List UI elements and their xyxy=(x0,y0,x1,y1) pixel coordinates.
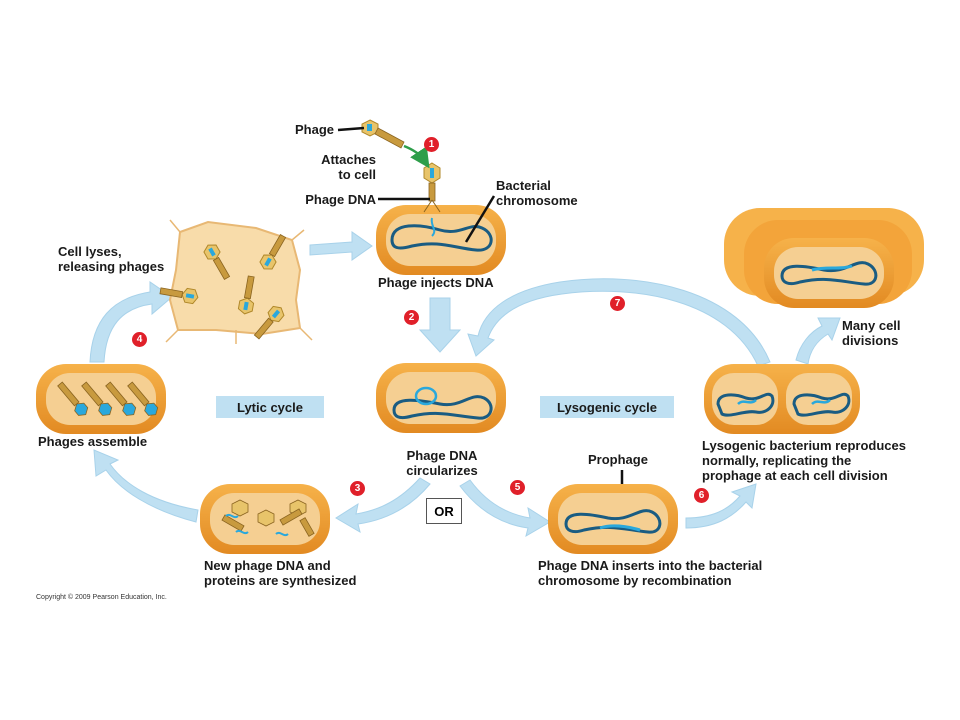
arrow-synth-to-assemble xyxy=(93,449,199,523)
cell-prophage xyxy=(548,484,678,554)
cell-assemble xyxy=(36,364,166,434)
cell-lysed xyxy=(159,219,313,344)
or-box: OR xyxy=(426,498,462,524)
label-attaches: Attaches to cell xyxy=(321,152,376,182)
label-synthesized: New phage DNA and proteins are synthesiz… xyxy=(204,558,357,588)
phage-attached xyxy=(423,162,441,213)
label-bacterial-chromosome: Bacterial chromosome xyxy=(496,178,578,208)
label-cell-lyses: Cell lyses, releasing phages xyxy=(58,244,165,274)
arrow-induction xyxy=(467,278,771,367)
step-badge-3: 3 xyxy=(350,481,365,496)
flow-arrows xyxy=(89,231,841,538)
cell-attach xyxy=(376,205,506,275)
arrow-circ-to-lysogenic xyxy=(459,479,551,538)
label-prophage: Prophage xyxy=(588,452,648,467)
arrow-reproduce-to-divide xyxy=(795,317,841,365)
label-phage-injects: Phage injects DNA xyxy=(378,275,494,290)
released-phages xyxy=(159,233,287,340)
label-circularizes: Phage DNA circularizes xyxy=(406,448,478,478)
step-badge-6: 6 xyxy=(694,488,709,503)
cell-synthesize xyxy=(200,484,330,554)
label-phage-dna: Phage DNA xyxy=(305,192,376,207)
label-phage: Phage xyxy=(294,122,334,137)
step-badge-5: 5 xyxy=(510,480,525,495)
label-many-divisions: Many cell divisions xyxy=(842,318,901,348)
cell-stack xyxy=(724,208,924,308)
step-badge-7: 7 xyxy=(610,296,625,311)
lysogenic-cycle-box: Lysogenic cycle xyxy=(540,396,674,418)
copyright-notice: Copyright © 2009 Pearson Education, Inc. xyxy=(36,594,167,601)
step-badge-2: 2 xyxy=(404,310,419,325)
arrow-inject-to-circularize xyxy=(418,297,462,353)
step-badge-1: 1 xyxy=(424,137,439,152)
cell-circularize xyxy=(376,363,506,433)
arrow-circ-to-lytic xyxy=(335,477,431,534)
phage-free xyxy=(361,119,405,149)
arrow-lyse-to-attach xyxy=(309,231,373,261)
attach-green-arrow xyxy=(403,144,430,169)
label-phages-assemble: Phages assemble xyxy=(38,434,148,449)
label-inserts: Phage DNA inserts into the bacterial chr… xyxy=(538,558,763,588)
lytic-cycle-box: Lytic cycle xyxy=(216,396,324,418)
label-reproduces: Lysogenic bacterium reproduces normally,… xyxy=(702,438,906,483)
arrow-prophage-to-reproduce xyxy=(685,483,757,529)
step-badge-4: 4 xyxy=(132,332,147,347)
cell-dividing xyxy=(704,364,860,434)
